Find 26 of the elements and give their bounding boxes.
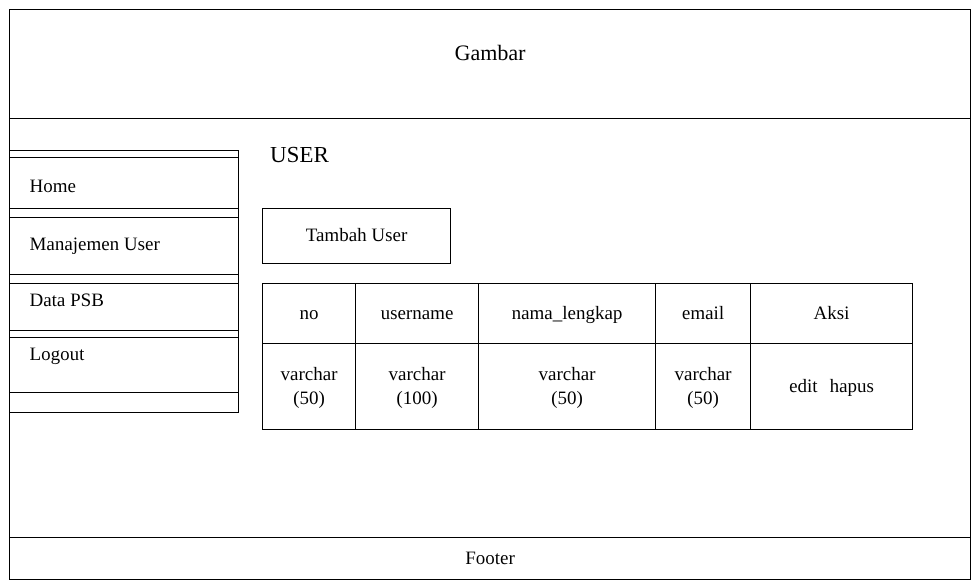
menu-item	[8, 157, 238, 209]
button-label: Tambah User	[306, 225, 408, 247]
delete-link: hapus	[830, 376, 874, 397]
column-header: email	[682, 302, 724, 324]
add-user-button	[262, 208, 451, 264]
column-header: username	[380, 302, 454, 324]
sidebar-menu	[9, 150, 239, 413]
menu-item	[8, 283, 238, 331]
image-placeholder-text: Gambar	[454, 40, 526, 66]
menu-label: Manajemen User	[30, 234, 160, 256]
page-heading: USER	[270, 142, 329, 168]
column-header: nama_lengkap	[512, 302, 622, 324]
column-header: no	[300, 302, 318, 324]
footer-text: Footer	[465, 548, 515, 570]
menu-item	[8, 337, 238, 393]
menu-label: Home	[30, 176, 76, 198]
data-type-text: varchar (50)	[538, 362, 596, 410]
data-type-text: varchar (50)	[674, 362, 732, 410]
edit-link: edit	[789, 376, 818, 397]
menu-item	[8, 217, 238, 275]
column-header: Aksi	[814, 302, 850, 324]
data-type-text: varchar (100)	[388, 362, 446, 410]
data-type-text: varchar (50)	[280, 362, 338, 410]
menu-label: Data PSB	[30, 290, 104, 312]
footer-bar	[9, 537, 971, 580]
menu-label: Logout	[30, 344, 84, 366]
